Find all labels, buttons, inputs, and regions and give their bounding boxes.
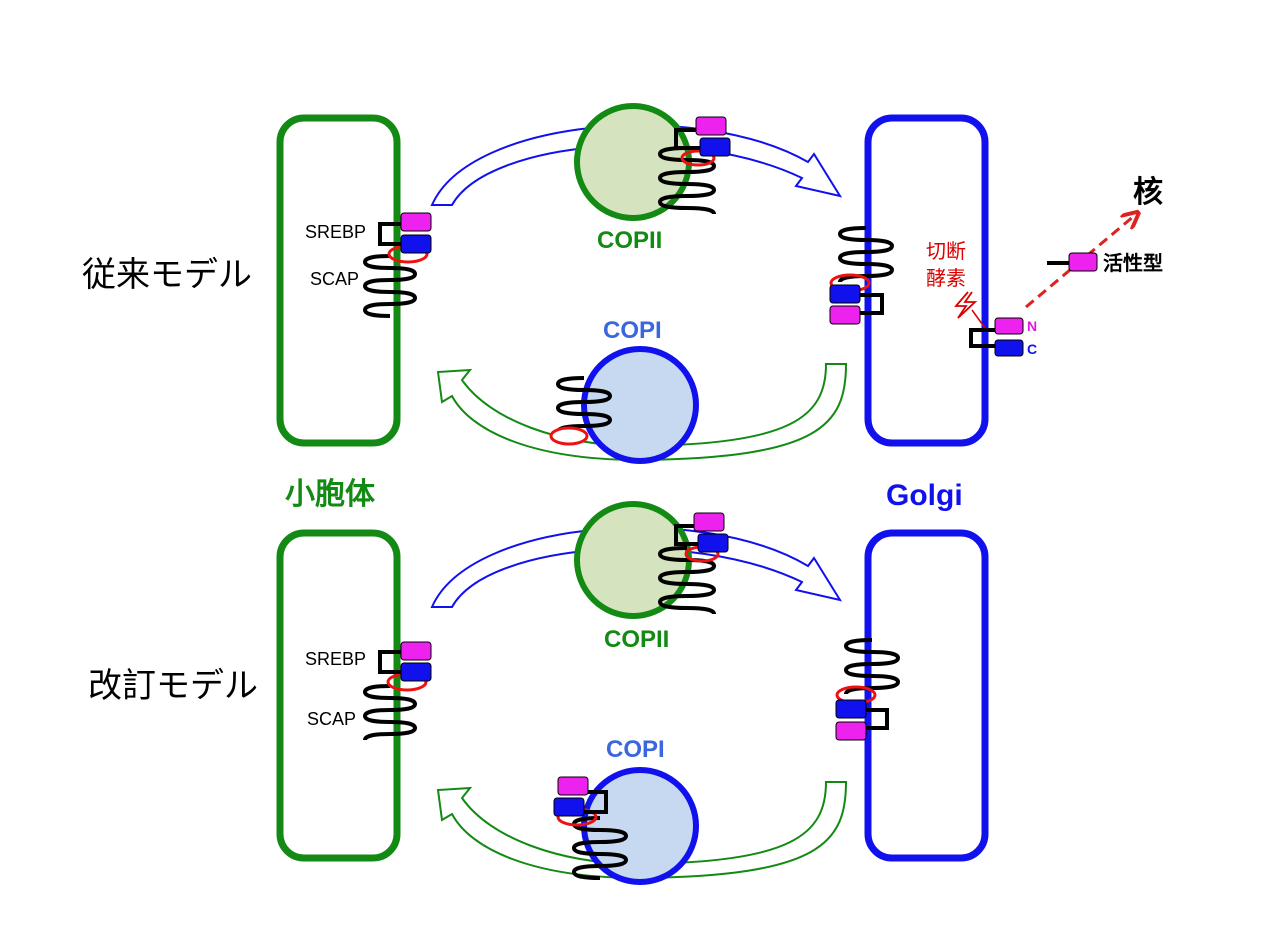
srebp-label-top: SREBP [305, 222, 366, 242]
scap-coil-copi-bottom [571, 816, 629, 880]
srebp-linker-er-bottom [378, 650, 404, 674]
active-form-domain [1068, 252, 1098, 272]
scap-coil-golgi-top [837, 226, 895, 283]
srebp-n-copii-bottom [693, 512, 725, 532]
revised-model-label: 改訂モデル [88, 666, 258, 706]
scap-label-bottom: SCAP [307, 709, 356, 729]
conventional-model-label: 従来モデル [82, 255, 252, 295]
srebp-linker-copii-top [674, 128, 700, 150]
copi-return-arrow-bottom [436, 781, 848, 880]
srebp-label-bottom: SREBP [305, 649, 366, 669]
srebp-c-golgi-top [829, 284, 861, 304]
nucleus-label: 核 [1133, 175, 1163, 210]
active-form-label: 活性型 [1103, 251, 1163, 275]
protease-label-line1: 切断 [926, 239, 966, 263]
copii-label-top: COPII [597, 227, 662, 254]
srebp-n-er-bottom [400, 641, 432, 661]
srebp-linker-er-top [378, 222, 403, 246]
c-terminus-label: C [1027, 341, 1037, 357]
insig-ring-copii-top [680, 149, 716, 167]
golgi-label: Golgi [886, 479, 963, 512]
copii-label-bottom: COPII [604, 626, 669, 653]
scap-label-top: SCAP [310, 269, 359, 289]
scap-coil-copii-bottom [657, 546, 717, 615]
srebp-c-copii-top [699, 137, 731, 157]
scap-coil-er-bottom [362, 684, 418, 741]
copi-label-top: COPI [603, 317, 662, 344]
srebp-c-er-top [400, 234, 432, 254]
scap-coil-copi-top [555, 376, 613, 433]
srebp-linker-copi-bottom [584, 790, 608, 814]
srebp-n-copii-top [695, 116, 727, 136]
copii-forward-arrow-bottom [430, 526, 843, 608]
cleavage-lightning-icon [954, 291, 978, 319]
srebp-c-er-bottom [400, 662, 432, 682]
protease-label-line2: 酵素 [926, 266, 966, 290]
srebp-linker-copii-bottom [674, 524, 700, 546]
copi-return-arrow-top [436, 363, 848, 462]
srebp-n-cleaved [994, 317, 1024, 335]
srebp-c-copii-bottom [697, 533, 729, 553]
copii-vesicle-top [574, 103, 692, 221]
srebp-cleaved-linker [969, 328, 996, 348]
srebp-linker-golgi-top [858, 293, 884, 315]
er-label: 小胞体 [285, 477, 376, 512]
er-compartment-bottom [276, 529, 401, 862]
srebp-n-golgi-bottom [835, 721, 867, 741]
cleavage-pointer [971, 309, 986, 329]
srebp-c-golgi-bottom [835, 699, 867, 719]
srebp-c-copi-bottom [553, 797, 585, 817]
srebp-c-cleaved [994, 339, 1024, 357]
copii-forward-arrow-top [430, 124, 843, 206]
scap-coil-er-top [362, 254, 418, 318]
srebp-n-copi-bottom [557, 776, 589, 796]
scap-coil-golgi-bottom [843, 638, 901, 695]
srebp-n-golgi-top [829, 305, 861, 325]
copi-label-bottom: COPI [606, 736, 665, 763]
copi-vesicle-top [581, 346, 699, 464]
n-terminus-label: N [1027, 318, 1037, 334]
insig-ring-copi-top [549, 426, 589, 446]
srebp-n-er-top [400, 212, 432, 232]
srebp-linker-golgi-bottom [864, 708, 889, 730]
golgi-compartment-bottom [864, 529, 989, 862]
